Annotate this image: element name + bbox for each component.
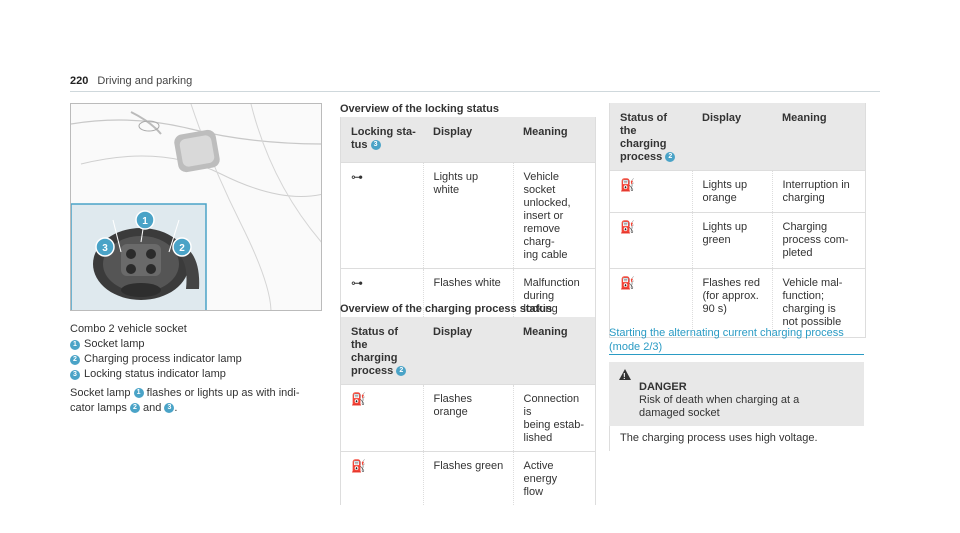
number-badge: 2 [665,152,676,163]
danger-label: DANGER [639,381,687,393]
table-row: ⛽ Flashes red (for approx. 90 s) Vehicle… [610,268,865,337]
number-badge: 2 [129,403,140,414]
charging-icon: ⛽ [341,451,423,505]
col-header-meaning: Meaning [772,103,865,171]
caption-item: 1 Socket lamp [70,337,322,352]
table-row: ⛽ Flashes green Active energy flow [341,451,595,505]
col-header-locking: Locking sta-tus 3 [341,117,423,163]
caption-paragraph: Socket lamp 1 flashes or lights up as wi… [70,387,300,414]
col-header-meaning: Meaning [513,317,595,385]
charging-status-table-left: Status of the charging process 2 Display… [340,317,596,505]
danger-header: DANGER Risk of death when charging at a … [609,362,864,426]
number-badge: 2 [70,354,80,365]
danger-notice: DANGER Risk of death when charging at a … [609,362,864,451]
page-header: 220 Driving and parking [70,75,192,87]
charging-icon: ⛽ [341,384,423,452]
section-name: Driving and parking [97,75,193,87]
page-number: 220 [70,75,89,87]
svg-text:2: 2 [179,243,185,254]
col-header-meaning: Meaning [513,117,595,163]
socket-illustration: 1 2 3 [70,103,322,311]
danger-text: Risk of death when charging at a damaged… [639,394,800,419]
number-badge: 3 [70,369,80,380]
figure-caption: Combo 2 vehicle socket 1 Socket lamp 2 C… [70,322,322,416]
locking-status-title: Overview of the locking status [340,103,499,115]
header-divider [70,91,880,92]
caption-title: Combo 2 vehicle socket [70,323,187,335]
col-header-status: Status of the charging process 2 [341,317,423,385]
charging-icon: ⛽ [610,212,692,269]
table-row: ⛽ Lights up orange Interruption in charg… [610,170,865,213]
danger-body: The charging process uses high voltage. [609,426,864,451]
number-badge: 3 [370,140,381,151]
svg-text:3: 3 [102,243,108,254]
col-header-display: Display [692,103,772,171]
callout-2: 2 [172,237,192,257]
warning-icon [619,369,631,383]
starting-charging-heading: Starting the alternating current chargin… [609,327,844,353]
number-badge: 1 [133,388,144,399]
charging-status-title: Overview of the charging process status [340,303,553,315]
svg-text:1: 1 [142,216,148,227]
charging-icon: ⛽ [610,268,692,337]
caption-item: 3 Locking status indicator lamp [70,367,322,382]
col-header-display: Display [423,117,513,163]
unlock-icon: ⊶ [341,162,423,269]
table-row: ⛽ Flashes orange Connection is being est… [341,384,595,452]
caption-item: 2 Charging process indicator lamp [70,352,322,367]
number-badge: 1 [70,339,80,350]
col-header-status: Status of the charging process 2 [610,103,692,171]
table-row: ⊶ Lights up white Vehicle socket unlocke… [341,162,595,269]
number-badge: 2 [396,366,407,377]
callout-1: 1 [135,210,155,230]
charging-status-table-right: Status of the charging process 2 Display… [609,103,866,338]
table-row: ⛽ Lights up green Charging process com- … [610,212,865,269]
col-header-display: Display [423,317,513,385]
charging-icon: ⛽ [610,170,692,213]
callout-3: 3 [95,237,115,257]
heading-underline [609,354,864,355]
number-badge: 3 [164,403,175,414]
